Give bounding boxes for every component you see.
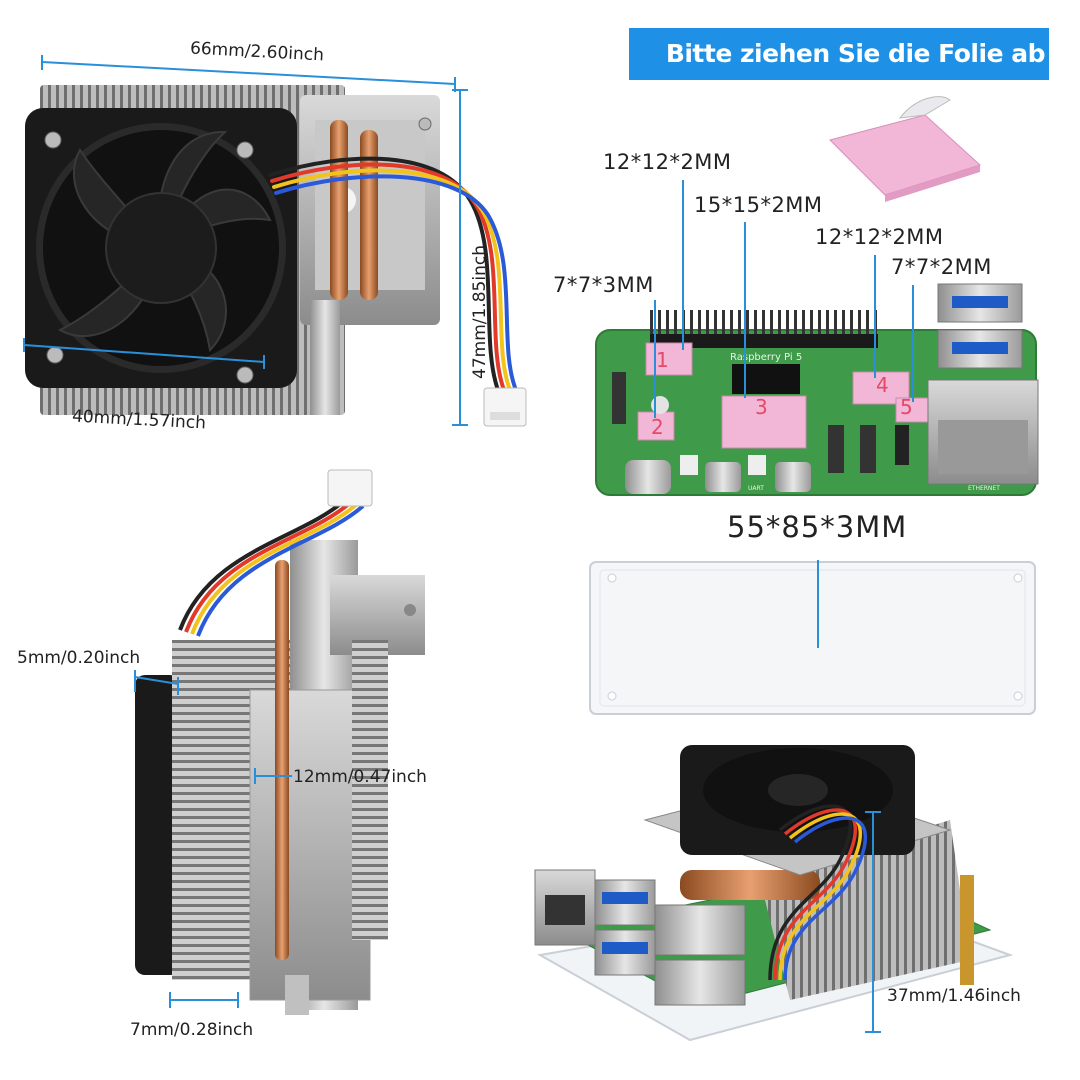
board-labels: Raspberry Pi 5 UART ETHERNET — [730, 352, 1000, 492]
raspberry-pi-board — [595, 283, 1039, 496]
board-brand: Raspberry Pi 5 — [730, 352, 802, 363]
fan-measure-lines — [23, 55, 468, 426]
thermal-pad-sample — [829, 96, 981, 202]
height-measure-line — [865, 811, 881, 1033]
acrylic-plate — [589, 560, 1036, 715]
ethernet-label: ETHERNET — [968, 485, 1000, 492]
pad-numbers: 1 2 3 4 5 — [651, 348, 913, 439]
pad4-size-label: 12*12*2MM — [815, 225, 944, 249]
acrylic-size-label: 55*85*3MM — [727, 510, 908, 544]
assembled-height-label: 37mm/1.46inch — [887, 986, 1021, 1006]
pad3-size-label: 15*15*2MM — [694, 193, 823, 217]
base-depth-label: 7mm/0.28inch — [130, 1020, 254, 1040]
peel-film-banner: Bitte ziehen Sie die Folie ab — [629, 28, 1049, 80]
pad-number-1: 1 — [656, 348, 669, 372]
heatsink-side-view — [135, 469, 425, 1015]
pad-number-4: 4 — [876, 373, 889, 397]
pad-number-3: 3 — [755, 395, 768, 419]
pad5-size-label: 7*7*2MM — [891, 255, 992, 279]
side-measure-lines — [134, 670, 292, 1008]
fan-height-label: 47mm/1.85inch — [470, 245, 490, 379]
fin-gap-label: 5mm/0.20inch — [17, 648, 141, 668]
uart-label: UART — [748, 485, 764, 492]
fan-heatsink-front — [25, 85, 527, 427]
assembled-unit — [534, 745, 1014, 1042]
pad-pointer-lines — [654, 180, 914, 418]
pad2-size-label: 7*7*3MM — [553, 273, 654, 297]
pad-number-5: 5 — [900, 395, 913, 419]
pad-number-2: 2 — [651, 415, 664, 439]
side-depth-label: 12mm/0.47inch — [293, 767, 427, 787]
pad1-size-label: 12*12*2MM — [603, 150, 732, 174]
